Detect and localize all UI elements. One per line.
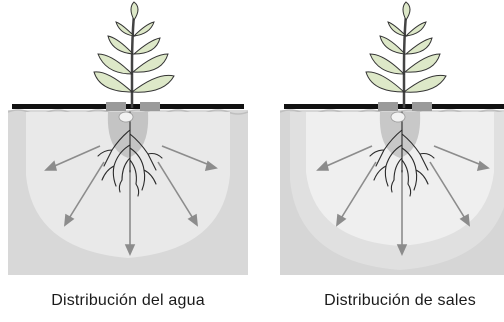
water-distribution-diagram — [8, 0, 248, 285]
leaf — [366, 72, 404, 92]
stem — [404, 14, 406, 108]
caption-water-distribution: Distribución del agua — [8, 292, 248, 310]
leaf — [405, 54, 440, 72]
leaf — [406, 38, 432, 54]
water-distribution-panel: Distribución del agua — [8, 0, 248, 322]
emitter-left — [106, 102, 126, 111]
leaf — [388, 22, 406, 36]
leaf — [404, 75, 446, 92]
leaf — [108, 36, 133, 54]
drip-emitter — [391, 112, 405, 122]
leaf — [94, 72, 132, 92]
ground-surface-bar — [12, 104, 244, 109]
emitter-right — [140, 102, 160, 111]
leaves — [94, 2, 174, 92]
emitter-right — [412, 102, 432, 111]
emitter-left — [378, 102, 398, 111]
leaf — [132, 75, 174, 92]
leaf — [98, 54, 132, 74]
caption-salt-distribution: Distribución de sales — [280, 292, 504, 310]
stem — [132, 14, 134, 108]
leaf — [134, 22, 154, 36]
salt-distribution-panel: Distribución de sales — [280, 0, 504, 322]
leaf — [131, 2, 138, 20]
leaf — [406, 22, 426, 36]
leaf — [116, 22, 134, 36]
drip-emitter — [119, 112, 133, 122]
leaf — [380, 36, 405, 54]
leaf — [370, 54, 404, 74]
leaf — [134, 38, 160, 54]
leaves — [366, 2, 446, 92]
leaf — [133, 54, 168, 72]
salt-distribution-diagram — [280, 0, 504, 285]
leaf — [403, 2, 410, 20]
